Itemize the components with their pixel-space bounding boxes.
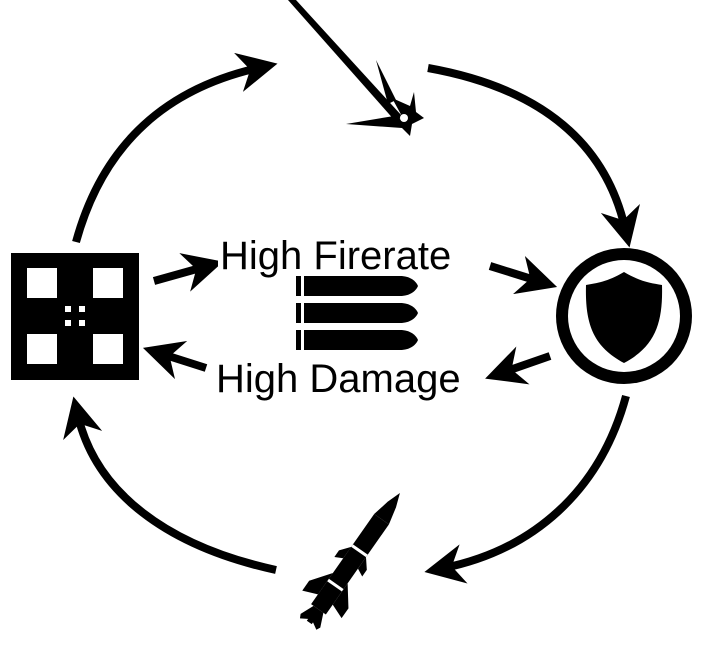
- missile-icon: [299, 492, 400, 630]
- meteor-strike-icon: [288, 0, 424, 136]
- arrow-top-to-right: [427, 64, 640, 248]
- arrow-firerate-in: [152, 253, 224, 292]
- medkit-icon: [11, 253, 139, 380]
- high-firerate-label: High Firerate: [218, 234, 454, 278]
- arrow-damage-out: [142, 341, 208, 380]
- arrow-bottom-to-left: [63, 396, 277, 574]
- high-damage-label: High Damage: [214, 357, 463, 401]
- shield-icon: [556, 248, 692, 384]
- bullets-icon: [296, 276, 418, 350]
- arrow-right-to-bottom: [424, 394, 630, 584]
- arrow-left-to-top: [72, 52, 278, 244]
- arrow-firerate-out: [488, 255, 558, 295]
- arrow-damage-in: [485, 346, 552, 385]
